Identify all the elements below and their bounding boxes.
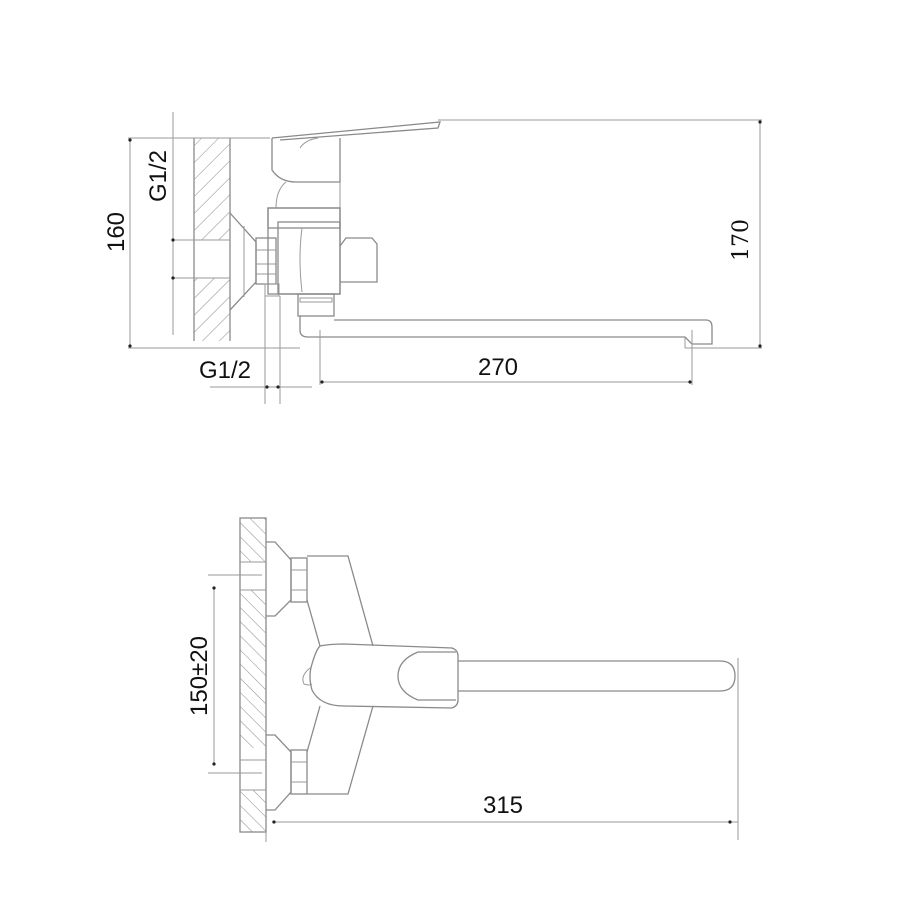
dim-label-150: 150±20 [186,636,213,716]
lever-handle [302,643,459,709]
dim-label-315: 315 [483,792,523,819]
spout [299,316,713,345]
top-view: 150±20 315 [186,517,739,842]
hex-nut [255,237,280,297]
wall-section [172,138,231,341]
dimension-160: 160 [103,137,300,349]
escutcheon-cone [229,212,257,311]
dim-label-270: 270 [478,354,518,381]
body-upper-edge [307,555,374,647]
dim-label-160: 160 [103,212,130,252]
dim-label-170: 170 [729,219,754,261]
dimension-170: 170 [438,119,762,349]
wall-section-top [239,517,267,842]
dimension-150: 150±20 [186,586,216,766]
dim-label-g12-horizontal: G1/2 [199,357,251,384]
dimension-270: 270 [319,330,693,385]
dimension-g12-horizontal: G1/2 [199,296,312,404]
upper-inlet [266,541,308,617]
side-view: 160 G1/2 G1/2 270 [103,112,762,404]
dimension-g12-vertical: G1/2 [145,150,175,280]
spout-top [458,660,736,692]
dimension-315: 315 [272,658,739,840]
lower-inlet [266,734,308,811]
dim-label-g12-vertical: G1/2 [145,150,172,202]
mixer-body [267,121,441,317]
